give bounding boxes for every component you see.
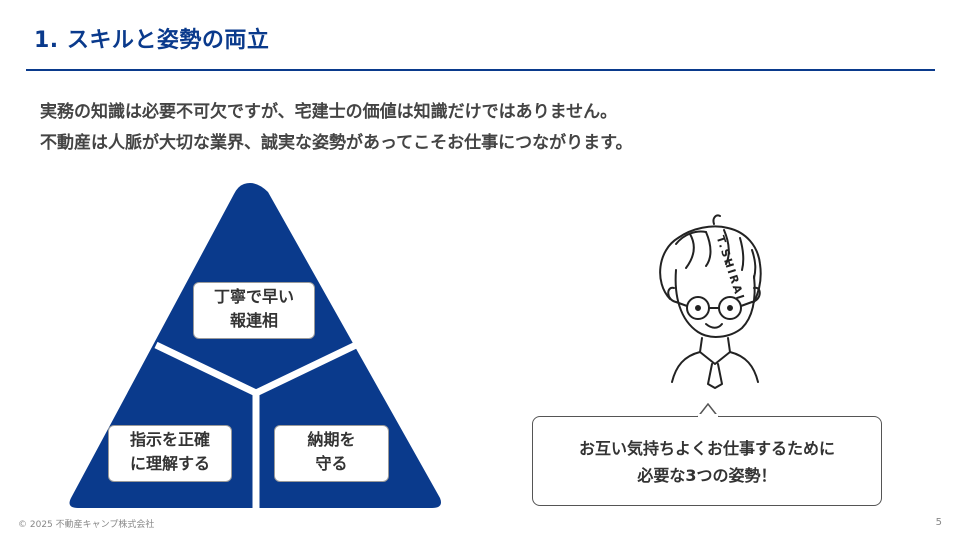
pyramid-top-line-1: 丁寧で早い <box>213 287 294 306</box>
pyramid-right-line-1: 納期を <box>307 430 356 449</box>
pyramid-right-line-2: 守る <box>315 454 348 473</box>
lead-line-2: 不動産は人脈が大切な業界、誠実な姿勢があってこそお仕事につながります。 <box>40 133 633 153</box>
pyramid-left-line-1: 指示を正確 <box>129 430 210 449</box>
pyramid-box-top: 丁寧で早い 報連相 <box>193 282 315 339</box>
pyramid-top-line-2: 報連相 <box>229 311 278 330</box>
pyramid-diagram: 丁寧で早い 報連相 指示を正確 に理解する 納期を 守る <box>66 180 444 514</box>
bubble-line-1: お互い気持ちよくお仕事するために <box>578 439 835 458</box>
avatar-drawing <box>659 214 762 389</box>
speech-bubble: お互い気持ちよくお仕事するために 必要な3つの姿勢！ <box>532 416 882 506</box>
page-number: 5 <box>935 517 942 528</box>
pyramid-box-right: 納期を 守る <box>274 425 389 482</box>
pyramid-box-left: 指示を正確 に理解する <box>108 425 232 482</box>
lead-text: 実務の知識は必要不可欠ですが、宅建士の価値は知識だけではありません。 不動産は人… <box>40 97 632 159</box>
pyramid-left-line-2: に理解する <box>129 454 210 473</box>
slide-title: 1. スキルと姿勢の両立 <box>34 28 270 53</box>
copyright-text: © 2025 不動産キャンプ株式会社 <box>18 520 155 530</box>
title-divider <box>26 69 935 71</box>
lead-line-1: 実務の知識は必要不可欠ですが、宅建士の価値は知識だけではありません。 <box>40 102 618 122</box>
bubble-line-2: 必要な3つの姿勢！ <box>637 466 777 485</box>
person-with-glasses-illustration: T.SHIRAI <box>640 204 790 393</box>
bubble-tail-mask <box>698 414 718 418</box>
